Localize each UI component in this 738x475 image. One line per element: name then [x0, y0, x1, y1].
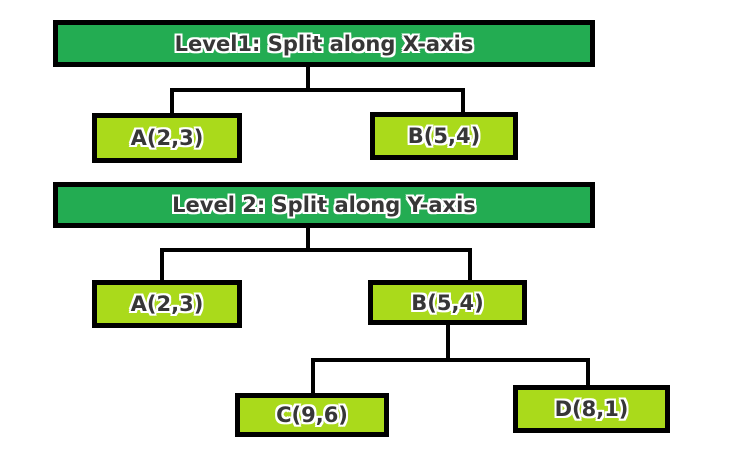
- connector-line: [170, 88, 465, 92]
- connector-line: [446, 323, 450, 362]
- connector-line: [311, 358, 590, 362]
- connector-line: [306, 66, 310, 92]
- node-b-level1: B(5,4): [370, 112, 518, 160]
- node-b-level2: B(5,4): [368, 280, 527, 325]
- level1-header-label: Level1: Split along X-axis: [174, 31, 474, 56]
- node-a-level1-label: A(2,3): [130, 126, 204, 150]
- node-a-level2-label: A(2,3): [130, 292, 204, 316]
- connector-line: [160, 248, 164, 282]
- node-c: C(9,6): [235, 393, 389, 437]
- node-d: D(8,1): [513, 385, 670, 433]
- level1-header-bar: Level1: Split along X-axis: [53, 20, 595, 67]
- connector-line: [306, 226, 310, 252]
- level2-header-bar: Level 2: Split along Y-axis: [53, 182, 595, 228]
- node-b-level1-label: B(5,4): [407, 124, 481, 148]
- node-a-level1: A(2,3): [92, 113, 242, 163]
- node-c-label: C(9,6): [276, 403, 348, 427]
- connector-line: [461, 88, 465, 114]
- connector-line: [468, 248, 472, 282]
- connector-line: [586, 358, 590, 387]
- node-a-level2: A(2,3): [92, 280, 242, 328]
- node-b-level2-label: B(5,4): [411, 290, 484, 315]
- connector-line: [170, 88, 174, 115]
- node-d-label: D(8,1): [554, 397, 629, 421]
- level2-header-label: Level 2: Split along Y-axis: [172, 193, 476, 217]
- connector-line: [311, 358, 315, 395]
- connector-line: [160, 248, 472, 252]
